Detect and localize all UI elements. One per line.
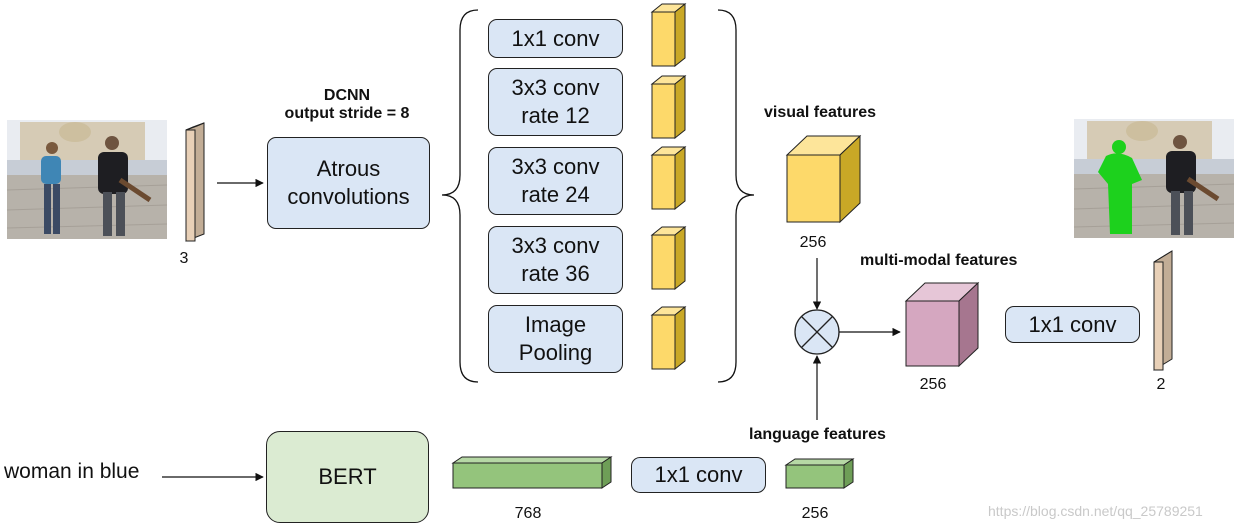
dcnn-title: DCNN output stride = 8 [285, 87, 410, 123]
aspp-output-3 [650, 145, 687, 211]
bert-dim: 768 [514, 505, 542, 522]
multimodal-features-dim: 256 [919, 376, 947, 393]
aspp-branch-rate-24: 3x3 conv rate 24 [488, 147, 623, 215]
aspp-output-2 [650, 74, 687, 140]
aspp-branch-image-pooling: Image Pooling [488, 305, 623, 373]
bert-embedding-bar [451, 456, 613, 489]
visual-features-cube [785, 134, 862, 224]
text-query: woman in blue [4, 460, 140, 483]
aspp-output-1 [650, 2, 687, 68]
language-features-label: language features [749, 426, 886, 443]
output-tensor [1153, 250, 1173, 371]
language-1x1-conv-box: 1x1 conv [631, 457, 766, 493]
aspp-output-4 [650, 225, 687, 291]
projected-language-bar [784, 458, 855, 489]
input-photo [6, 120, 168, 239]
right-brace [717, 9, 755, 383]
dcnn-title-line2: output stride = 8 [284, 105, 410, 122]
dcnn-title-line1: DCNN [323, 87, 371, 104]
aspp-output-5 [650, 305, 687, 371]
aspp-branch-rate-12: 3x3 conv rate 12 [488, 68, 623, 136]
bert-box: BERT [266, 431, 429, 523]
fusion-operator [794, 309, 840, 355]
language-proj-dim: 256 [801, 505, 829, 522]
aspp-branch-rate-36: 3x3 conv rate 36 [488, 226, 623, 294]
left-brace [441, 9, 479, 383]
visual-features-label: visual features [764, 104, 877, 121]
aspp-branch-1x1-conv: 1x1 conv [488, 19, 623, 58]
multimodal-features-label: multi-modal features [860, 252, 1018, 269]
output-photo [1073, 119, 1235, 238]
multimodal-features-cube [904, 281, 980, 368]
watermark: https://blog.csdn.net/qq_25789251 [988, 503, 1203, 519]
atrous-convolutions-box: Atrous convolutions [267, 137, 430, 229]
input-dim: 3 [179, 250, 189, 267]
output-1x1-conv-box: 1x1 conv [1005, 306, 1140, 343]
visual-features-dim: 256 [799, 234, 827, 251]
input-tensor [185, 122, 205, 242]
output-dim: 2 [1156, 376, 1166, 393]
